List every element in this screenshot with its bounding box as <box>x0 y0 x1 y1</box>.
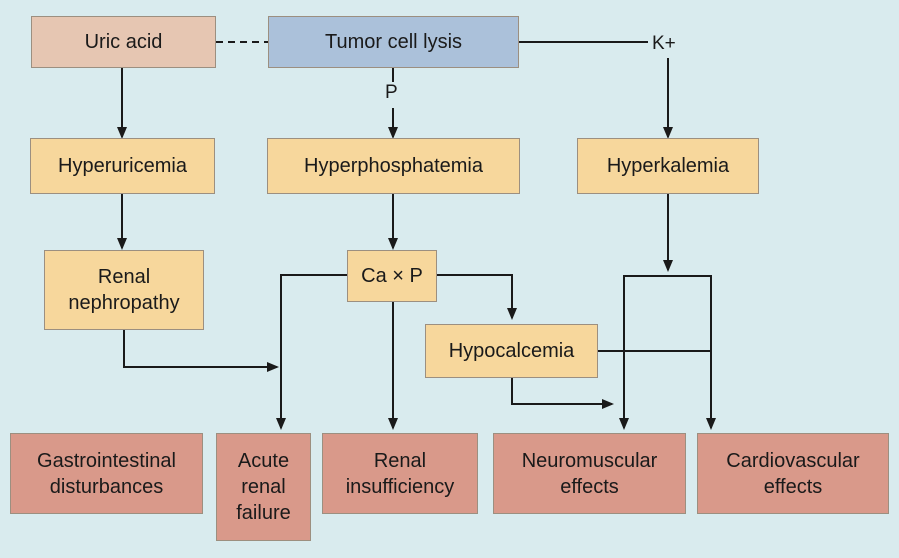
arrow-nephropathy-acute <box>123 330 279 372</box>
node-hypocalcemia: Hypocalcemia <box>425 324 598 378</box>
node-acute-renal-failure: Acute renal failure <box>216 433 311 541</box>
edge-label-p: P <box>383 82 400 104</box>
line-branch-bar <box>623 275 712 278</box>
node-hyperkalemia: Hyperkalemia <box>577 138 759 194</box>
node-tumor-cell-lysis: Tumor cell lysis <box>268 16 519 68</box>
node-cardiovascular-effects: Cardiovascular effects <box>697 433 889 514</box>
node-uric-acid: Uric acid <box>31 16 216 68</box>
node-hyperphosphatemia: Hyperphosphatemia <box>267 138 520 194</box>
arrow-hypocalcemia-neuromuscular <box>511 378 614 409</box>
edge-label-k: K+ <box>650 33 678 55</box>
node-neuromuscular-effects: Neuromuscular effects <box>493 433 686 514</box>
node-ca-x-p: Ca × P <box>347 250 437 302</box>
node-renal-insufficiency: Renal insufficiency <box>322 433 478 514</box>
node-hyperuricemia: Hyperuricemia <box>30 138 215 194</box>
node-renal-nephropathy: Renal nephropathy <box>44 250 204 330</box>
arrow-caxp-hypocalcemia <box>436 274 517 320</box>
arrow-caxp-acute <box>276 274 349 430</box>
node-gastrointestinal-disturbances: Gastrointestinal disturbances <box>10 433 203 514</box>
